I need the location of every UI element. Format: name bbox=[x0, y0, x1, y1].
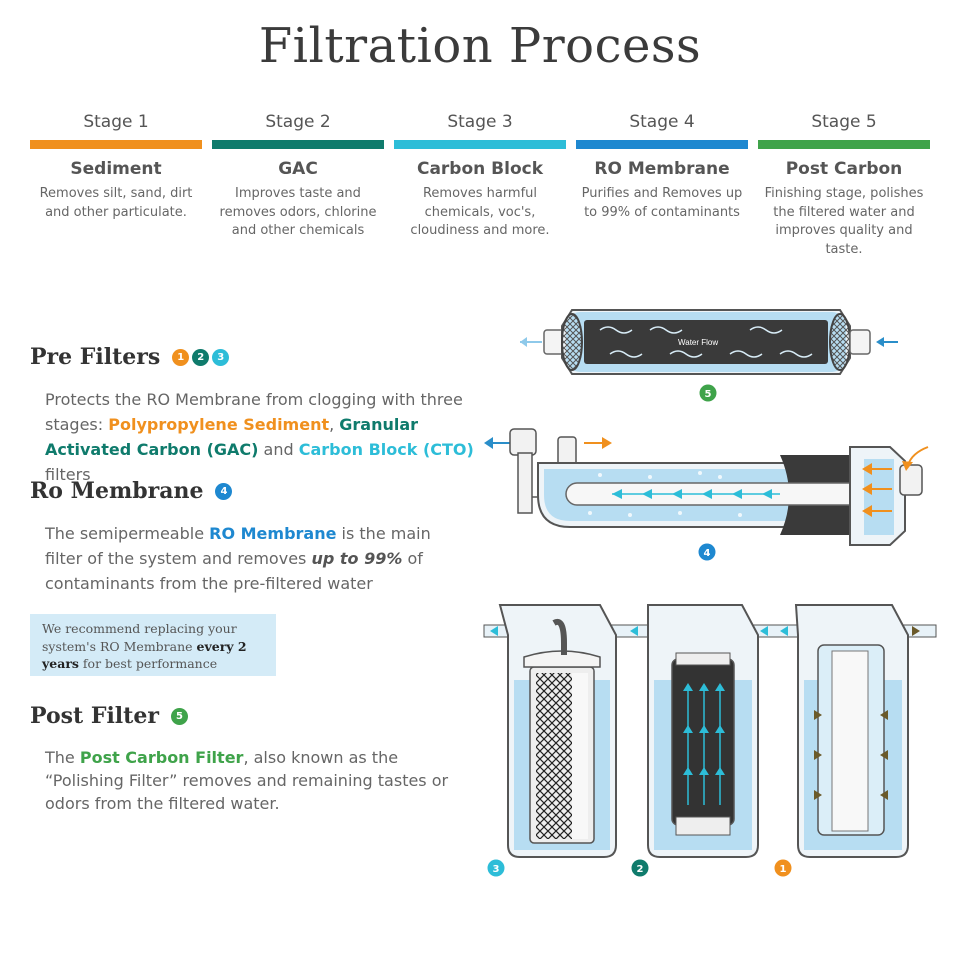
page-title: Filtration Process bbox=[258, 18, 702, 74]
stage-label: Stage 3 bbox=[447, 112, 513, 132]
post-filter-heading: Post Filter 5 bbox=[30, 703, 188, 729]
stage-label: Stage 4 bbox=[629, 112, 695, 132]
text-span: filters bbox=[45, 465, 91, 484]
stage-name: Carbon Block bbox=[416, 159, 544, 179]
water-flow-label: Water Flow bbox=[678, 338, 718, 347]
post-filter-title: Post Filter bbox=[30, 703, 159, 729]
ro-membrane-text: The semipermeable RO Membrane is the mai… bbox=[45, 521, 470, 596]
ro-membrane-title: Ro Membrane bbox=[30, 478, 204, 504]
pre-filters-title: Pre Filters bbox=[30, 344, 161, 370]
text-span: Protects the RO Membrane from clogging w… bbox=[45, 390, 463, 434]
highlight-ro-membrane: RO Membrane bbox=[209, 524, 337, 543]
stage-description: Removes silt, sand, dirt and other parti… bbox=[39, 186, 193, 220]
ro-membrane-illustration: 4 bbox=[484, 428, 929, 561]
stage-description: Finishing stage, polishes the filtered w… bbox=[764, 186, 924, 257]
badge-stage-2: 2 bbox=[637, 864, 644, 875]
highlight-sediment: Polypropylene Sediment bbox=[108, 415, 330, 434]
stage-name: GAC bbox=[278, 159, 318, 179]
badge-stage-5: 5 bbox=[170, 707, 188, 725]
stage-5: Stage 5 Post Carbon Finishing stage, pol… bbox=[758, 112, 930, 259]
badge-stage-3: 3 bbox=[493, 864, 500, 875]
badge-stage-1: 1 bbox=[172, 348, 190, 366]
stage-badges: 1 2 3 bbox=[172, 348, 230, 366]
text-span: of contaminants from the pre-filtered wa… bbox=[45, 549, 423, 593]
text-span: The bbox=[45, 748, 80, 767]
stage-bar bbox=[394, 140, 566, 149]
highlight-post-carbon: Post Carbon Filter bbox=[79, 748, 244, 767]
pre-filters-heading: Pre Filters 1 2 3 bbox=[30, 344, 230, 370]
badge-stage-3: 3 bbox=[212, 348, 230, 366]
stage-description: Improves taste and removes odors, chlori… bbox=[219, 186, 377, 238]
stage-1: Stage 1 Sediment Removes silt, sand, dir… bbox=[30, 112, 202, 259]
recommendation-note: We recommend replacing your system's RO … bbox=[30, 614, 276, 676]
post-filter-text: The Post Carbon Filter, also known as th… bbox=[45, 746, 455, 815]
stage-description: Removes harmful chemicals, voc's, cloudi… bbox=[410, 186, 550, 238]
badge-stage-4: 4 bbox=[215, 482, 233, 500]
stage-bar bbox=[212, 140, 384, 149]
stage-description: Purifies and Removes up to 99% of contam… bbox=[581, 186, 743, 220]
stage-name: Sediment bbox=[70, 159, 162, 179]
text-span: , bbox=[329, 415, 340, 434]
highlight-percent: up to 99% bbox=[311, 549, 403, 568]
highlight-interval: every 2 years bbox=[42, 638, 247, 672]
stage-badges: 5 bbox=[170, 707, 188, 725]
stage-row: Stage 1 Sediment Removes silt, sand, dir… bbox=[30, 112, 930, 259]
stage-2: Stage 2 GAC Improves taste and removes o… bbox=[212, 112, 384, 259]
stage-label: Stage 5 bbox=[811, 112, 877, 132]
stage-bar bbox=[30, 140, 202, 149]
stage-label: Stage 1 bbox=[83, 112, 149, 132]
highlight-carbon-block: Carbon Block (CTO) bbox=[298, 440, 474, 459]
ro-membrane-heading: Ro Membrane 4 bbox=[30, 478, 233, 504]
stage-label: Stage 2 bbox=[265, 112, 331, 132]
badge-stage-4: 4 bbox=[704, 548, 711, 559]
text-span: , also known as the “Polishing Filter” r… bbox=[45, 748, 449, 813]
stage-badges: 4 bbox=[215, 482, 233, 500]
stage-bar bbox=[758, 140, 930, 149]
text-span: and bbox=[258, 440, 299, 459]
text-span: We recommend replacing your system's RO … bbox=[42, 621, 237, 654]
text-span: for best performance bbox=[78, 656, 218, 671]
stage-4: Stage 4 RO Membrane Purifies and Removes… bbox=[576, 112, 748, 259]
stage-bar bbox=[576, 140, 748, 149]
badge-stage-1: 1 bbox=[780, 864, 787, 875]
badge-stage-5: 5 bbox=[705, 389, 712, 400]
stage-3: Stage 3 Carbon Block Removes harmful che… bbox=[394, 112, 566, 259]
stage-name: Post Carbon bbox=[785, 159, 903, 179]
pre-filters-text: Protects the RO Membrane from clogging w… bbox=[45, 387, 475, 487]
stage-name: RO Membrane bbox=[594, 159, 730, 179]
badge-stage-2: 2 bbox=[192, 348, 210, 366]
pre-filter-canisters-illustration: 3 2 1 bbox=[483, 604, 937, 877]
post-carbon-filter-illustration: Water Flow 5 bbox=[520, 309, 898, 402]
highlight-gac: Granular Activated Carbon (GAC) bbox=[45, 415, 419, 459]
text-span: is the main filter of the system and rem… bbox=[45, 524, 431, 568]
text-span: The semipermeable bbox=[45, 524, 210, 543]
